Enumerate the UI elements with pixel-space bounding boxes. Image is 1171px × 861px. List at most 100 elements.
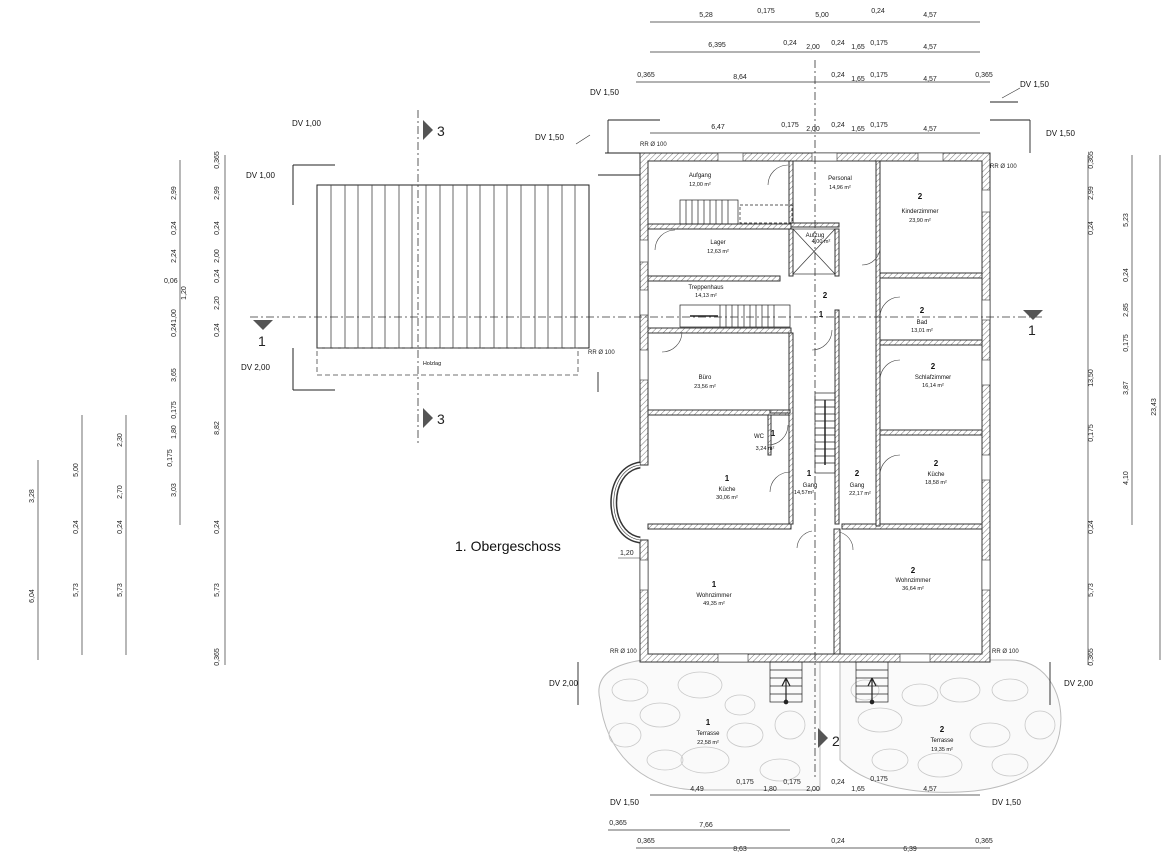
dim-value: 0,365 [637,838,655,845]
staircase [679,199,889,705]
room-name: Küche [718,487,736,493]
dim-value: 2,24 [171,249,178,263]
room-name: Aufgang [689,173,711,179]
dv-label: DV 1,50 [992,798,1021,807]
dim-value: 2,70 [117,485,124,499]
dim-value: 6,47 [711,124,725,131]
bay-window [610,461,641,544]
section-label: 1 [1028,322,1036,338]
dim-value: 0,24 [73,520,80,534]
rr-label: RR Ø 100 [610,649,637,655]
dim-value: 0,24 [214,221,221,235]
dim-value: 1,20 [620,550,634,557]
dims-top: 5,28 0,175 5,00 0,24 4,57 6,395 0,24 2,0… [637,8,993,133]
dim-value: 2,99 [1088,186,1095,200]
woodstore-roof: Holzlag [292,164,590,391]
dim-value: 0,175 [171,401,178,419]
room-number: 2 [918,192,923,201]
dim-value: 3,65 [171,368,178,382]
rr-label: RR Ø 100 [990,164,1017,170]
dim-value: 4,57 [923,126,937,133]
room-area: 30,06 m² [716,495,738,501]
room-area: 22,58 m² [697,740,719,746]
dv-label: DV 1,50 [610,798,639,807]
dim-value: 1,65 [851,76,865,83]
dim-value: 0,365 [214,648,221,666]
dim-value: 5,28 [699,12,713,19]
room-number: 2 [911,566,916,575]
walls [639,152,991,663]
dim-value: 0,175 [783,779,801,786]
dim-value: 0,365 [975,72,993,79]
room-number: 2 [920,306,925,315]
room-name: Wohnzimmer [696,593,731,599]
dim-value: 1,65 [851,126,865,133]
dim-value: 1,80 [763,786,777,793]
dim-value: 6,04 [29,589,36,603]
dim-value: 4,10 [1123,471,1130,485]
room-number: 1 [771,429,776,438]
terrace-stone-area [598,657,1062,793]
dim-value: 0,24 [171,323,178,337]
stair-number: 1 [819,310,824,319]
dim-value: 0,24 [1123,268,1130,282]
dim-value: 0,24 [831,838,845,845]
dim-value: 5,23 [1123,213,1130,227]
room-area: 12,63 m² [707,249,729,255]
room-number: 1 [706,718,711,727]
dim-value: 0,24 [1088,520,1095,534]
dv-label: DV 1,50 [535,133,564,142]
room-area: 49,35 m² [703,601,725,607]
room-number: 1 [712,580,717,589]
dim-value: 0,175 [870,40,888,47]
dim-value: 0,24 [214,269,221,283]
dim-value: 4,57 [923,786,937,793]
room-area: 22,17 m² [849,491,871,497]
room-name: Küche [927,472,945,478]
dim-value: 0,24 [783,40,797,47]
dim-value: 3,03 [171,483,178,497]
dim-value: 0,365 [609,820,627,827]
woodstore-label: Holzlag [423,361,441,367]
dim-value: 0,175 [1123,334,1130,352]
room-name: Bad [917,320,928,326]
dim-value: 0,24 [117,520,124,534]
dim-value: 0,365 [214,151,221,169]
dim-value: 6,395 [708,42,726,49]
dim-value: 1,00 [171,309,178,323]
roof-overhang-lines [577,101,1051,705]
room-name: Personal [828,176,852,182]
dim-value: 0,24 [214,520,221,534]
page-title: 1. Obergeschoss [455,538,561,554]
dim-value: 0,24 [831,779,845,786]
rr-label: RR Ø 100 [640,142,667,148]
dim-value: 2,00 [806,126,820,133]
room-name: Gang [803,483,818,489]
dim-value: 7,66 [699,822,713,829]
room-number: 2 [931,362,936,371]
dim-value: 0,24 [171,221,178,235]
dim-value: 2,00 [214,249,221,263]
dv-label: DV 2,00 [549,679,578,688]
section-lines [250,60,1045,780]
dims-bottom: 4,49 0,175 1,80 0,175 2,00 0,24 1,65 0,1… [609,776,993,853]
section-label: 3 [437,123,445,139]
dim-value: 0,24 [1088,221,1095,235]
dv-label: DV 1,50 [1046,129,1075,138]
room-area: 18,58 m² [925,480,947,486]
dim-value: 5,73 [117,583,124,597]
room-name: Büro [699,375,712,381]
rr-label: RR Ø 100 [588,350,615,356]
dim-value: 8,82 [214,421,221,435]
dim-value: 5,00 [815,12,829,19]
room-area: 16,14 m² [922,383,944,389]
room-name: Gang [850,483,865,489]
dim-value: 2,30 [117,433,124,447]
room-name: Aufzug [806,233,825,239]
dim-value: 8,64 [733,74,747,81]
dim-value: 1,80 [171,425,178,439]
section-markers: 1 1 2 3 3 [253,120,1043,749]
dim-value: 0,365 [975,838,993,845]
dims-right: 0,365 2,99 0,24 2,85 0,175 3,87 0,175 4,… [1088,151,1158,666]
room-labels: Aufgang 12,00 m² Personal 14,96 m² 2 Kin… [688,173,954,753]
